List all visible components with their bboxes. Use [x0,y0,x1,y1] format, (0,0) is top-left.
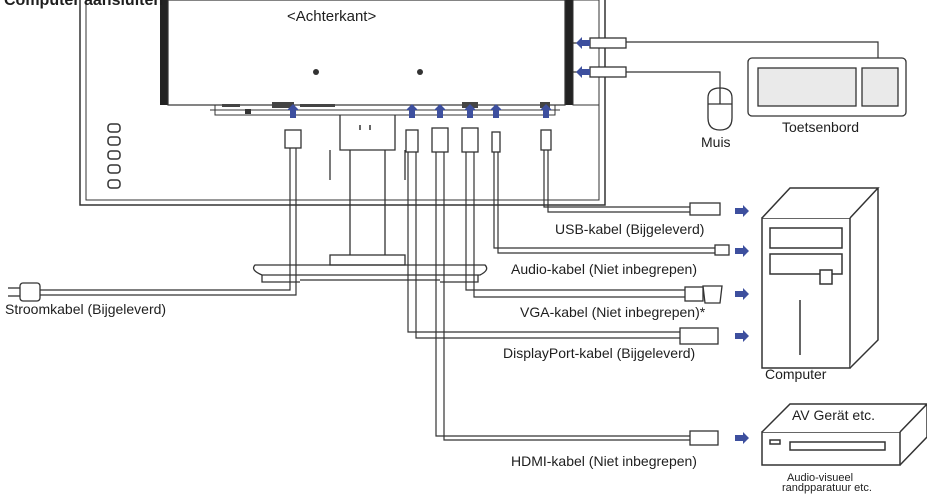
power-plug-end [8,282,41,302]
hdmi-cable-end [689,430,719,446]
usb-arrow [735,205,749,217]
usb-plug-keyboard [589,37,627,49]
hdmi-arrow [735,432,749,444]
monitor-back [79,0,606,206]
view-label: <Achterkant> [287,8,377,25]
screw-hole [417,69,423,75]
vga-cable-end-b [702,285,723,304]
usb-plug [540,129,552,151]
av-device [761,403,927,466]
dp-cable-end [679,327,719,345]
dp-arrow [735,330,749,342]
keyboard-icon [747,57,907,117]
displayport-cable-label: DisplayPort-kabel (Bijgeleverd) [503,345,696,361]
hdmi-port-arrow [434,104,446,118]
hdmi-plug [431,127,449,153]
av-note-1: Audio-visueel [787,472,854,484]
computer-tower [761,187,880,369]
monitor-stand [252,115,488,283]
audio-plug [491,131,501,153]
vga-arrow [735,288,749,300]
audio-cable-end [714,244,730,256]
mouse-label: Muis [701,134,731,150]
computer-label: Computer [765,366,827,382]
vga-plug [461,127,479,153]
mouse-icon [707,87,733,131]
audio-port-arrow [490,104,502,118]
cables [40,41,879,441]
side-buttons [107,123,121,189]
usb-plug-mouse [589,66,627,78]
usb-cable-end [689,202,721,216]
vga-cable-label: VGA-kabel (Niet inbegrepen)* [520,304,706,320]
av-label: AV Gerät etc. [792,407,875,423]
lock-icon [245,109,251,114]
power-plug [284,129,302,149]
page-title: Computer aansluiten [4,0,164,9]
keyboard-label: Toetsenbord [782,119,860,135]
power-cable-label: Stroomkabel (Bijgeleverd) [5,301,167,317]
vga-cable-end-a [684,286,704,302]
av-note-2: randpparatuur etc. [782,482,872,494]
usb-arrow-mouse [576,66,590,78]
usb-arrow-keyboard [576,37,590,49]
dp-plug [405,129,419,153]
audio-cable-label: Audio-kabel (Niet inbegrepen) [511,261,697,277]
hdmi-cable-label: HDMI-kabel (Niet inbegrepen) [511,453,697,469]
stand-lock-icon [359,125,371,130]
usb-cable-label: USB-kabel (Bijgeleverd) [555,221,705,237]
dp-port-arrow [406,104,418,118]
screw-hole [313,69,319,75]
audio-arrow [735,245,749,257]
